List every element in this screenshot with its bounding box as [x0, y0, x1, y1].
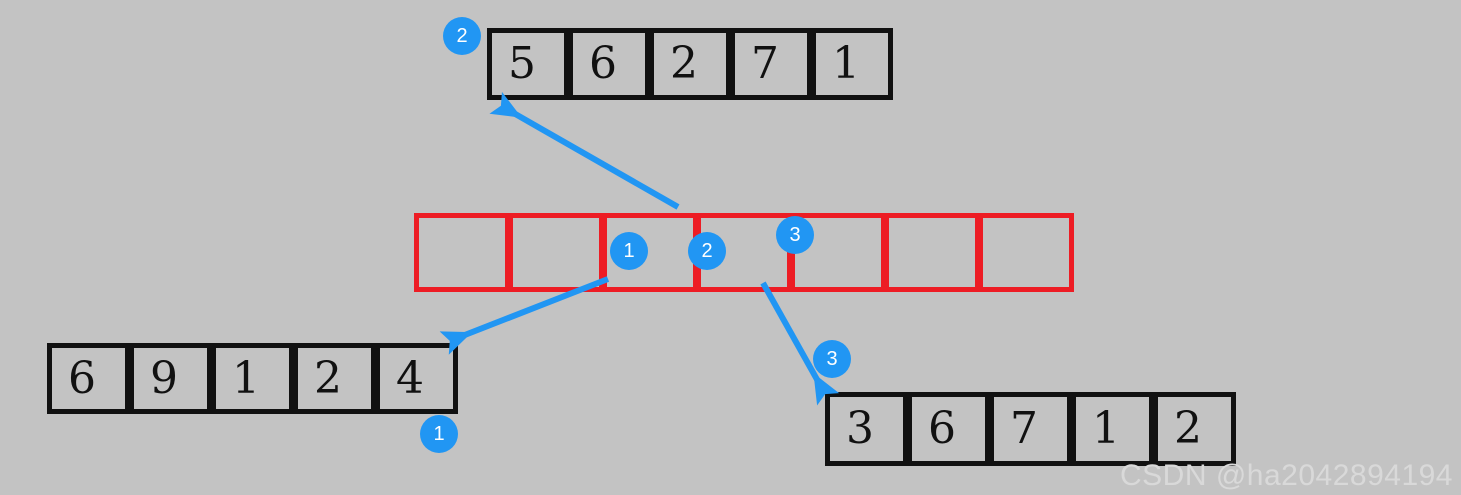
- bottom-left-array-cell: 4: [375, 343, 458, 414]
- arrow-to-bottom-right-array: [760, 281, 840, 406]
- top-array-cell: 5: [487, 28, 569, 100]
- bottom-right-array-cell: 7: [989, 392, 1072, 466]
- top-array-cell: 1: [811, 28, 893, 100]
- middle-array-cell: [508, 213, 604, 292]
- bottom-left-array-cell: 9: [129, 343, 212, 414]
- middle-array-cell: [414, 213, 510, 292]
- bottom-right-array: 3 6 7 1 2: [825, 392, 1236, 466]
- step-badge-2-top: 2: [443, 17, 481, 55]
- middle-array-cell: [978, 213, 1074, 292]
- step-badge-3-bottom-right: 3: [813, 340, 851, 378]
- bottom-right-array-cell: 2: [1153, 392, 1236, 466]
- bottom-left-array-cell: 2: [293, 343, 376, 414]
- bottom-left-array: 6 9 1 2 4: [47, 343, 458, 414]
- bottom-left-array-cell: 1: [211, 343, 294, 414]
- step-badge-1-middle: 1: [610, 232, 648, 270]
- bottom-right-array-cell: 3: [825, 392, 908, 466]
- middle-array-cell: [884, 213, 980, 292]
- middle-result-array: [414, 213, 1074, 292]
- top-array: 5 6 2 7 1: [487, 28, 893, 100]
- bottom-right-array-cell: 1: [1071, 392, 1154, 466]
- top-array-cell: 6: [568, 28, 650, 100]
- bottom-left-array-cell: 6: [47, 343, 130, 414]
- csdn-watermark: CSDN @ha2042894194: [1119, 459, 1453, 492]
- step-badge-3-middle: 3: [776, 216, 814, 254]
- bottom-right-array-cell: 6: [907, 392, 990, 466]
- top-array-cell: 7: [730, 28, 812, 100]
- step-badge-2-middle: 2: [688, 232, 726, 270]
- arrow-to-top-array: [489, 91, 680, 210]
- top-array-cell: 2: [649, 28, 731, 100]
- step-badge-1-bottom-left: 1: [420, 415, 458, 453]
